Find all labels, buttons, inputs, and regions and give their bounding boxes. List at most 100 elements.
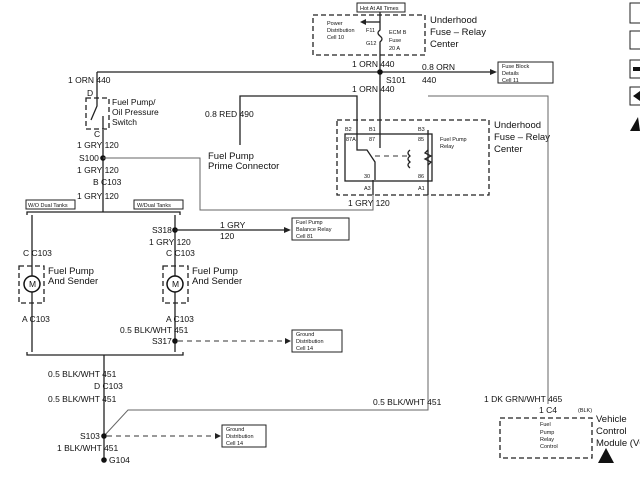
vcm-box: [499, 417, 593, 459]
fuse-center-top-box: [312, 14, 426, 56]
pin-label: B1: [369, 127, 376, 133]
connector-label: D C103: [94, 381, 123, 391]
splice-label: S318: [152, 225, 172, 235]
vcm-inner-label: Fuel: [540, 422, 551, 428]
ground-label: G104: [109, 455, 130, 465]
wire-label: 1 ORN 440: [352, 59, 395, 69]
relay-center-label: Underhood: [494, 120, 541, 131]
pin-label: B2: [345, 127, 352, 133]
wire-label: 1 GRY 120: [77, 140, 119, 150]
relay-label: Fuel Pump: [440, 137, 467, 143]
balance-relay-ref[interactable]: [291, 217, 350, 241]
esd-warning-icon: [598, 448, 614, 463]
ground-dist-ref[interactable]: [291, 329, 343, 353]
pin-label: B3: [418, 127, 425, 133]
connector-label: A C103: [22, 314, 50, 324]
ref-label: Fuse Block: [502, 64, 529, 70]
pin-label: 86: [418, 174, 424, 180]
hot-at-all-times-box: [356, 2, 406, 13]
wire-label: 0.5 BLK/WHT 451: [48, 369, 117, 379]
wire-label: 0.5 BLK/WHT 451: [120, 325, 189, 335]
fuse-label: ECM B: [389, 30, 407, 36]
fuel-pump-relay: [344, 133, 433, 182]
relay-coil: [407, 149, 433, 169]
wire-label: 1 GRY 120: [149, 237, 191, 247]
hot-label: Hot At All Times: [360, 6, 399, 12]
pin-label: A1: [418, 186, 425, 192]
fuse-center-label: Fuse – Relay: [430, 27, 486, 38]
connector-label: C C103: [166, 248, 195, 258]
vcm-inner-label: Pump: [540, 430, 554, 436]
oil-pressure-switch: [85, 97, 110, 130]
relay-center-label: Fuse – Relay: [494, 132, 550, 143]
relay-center-label: Center: [494, 144, 523, 155]
splice-label: S103: [80, 431, 100, 441]
motor-label: M: [29, 279, 36, 289]
ground-g104: [101, 457, 107, 463]
motor-label: M: [172, 279, 179, 289]
splice-s103: [101, 433, 107, 439]
prime-label: Fuel Pump: [208, 151, 254, 162]
fuse-block-ref[interactable]: [497, 61, 554, 84]
wire-label: 0.8 ORN: [422, 62, 455, 72]
ref-label: Ground: [226, 427, 244, 433]
ground-dist-ref[interactable]: [221, 424, 267, 448]
wire-label: 0.5 BLK/WHT 451: [373, 397, 442, 407]
connector-label: 1 C4: [539, 405, 557, 415]
wire-label: 1 GRY 120: [77, 165, 119, 175]
option-label: W/Dual Tanks: [137, 203, 171, 209]
vcm-label: Control: [596, 426, 627, 437]
wire-label: 1 ORN 440: [352, 84, 395, 94]
wire-label: 1 GRY: [220, 220, 246, 230]
option-box: [133, 199, 184, 210]
ref-label: Fuel Pump: [296, 220, 323, 226]
motor-icon: [166, 275, 184, 293]
pump-label: And Sender: [48, 276, 98, 287]
option-label: W/O Dual Tanks: [28, 203, 68, 209]
motor-icon: [23, 275, 41, 293]
pin-label: C: [94, 129, 100, 139]
ref-label: Details: [502, 71, 519, 77]
fuse-pin: F11: [366, 28, 375, 34]
switch-label: Switch: [112, 117, 137, 127]
pin-label: 87: [369, 137, 375, 143]
connector-color: (BLK): [578, 408, 592, 414]
legend-icon[interactable]: [629, 2, 640, 24]
connector-label: B C103: [93, 177, 122, 187]
wire-label: 1 DK GRN/WHT 465: [484, 394, 563, 404]
pin-label: 87A: [346, 137, 356, 143]
ref-label: Cell 81: [296, 234, 313, 240]
wire-label: 1 BLK/WHT 451: [57, 443, 119, 453]
switch-label: Fuel Pump/: [112, 97, 156, 107]
wire-label: 1 GRY 120: [77, 191, 119, 201]
vcm-label: Module (VC: [596, 438, 640, 449]
vcm-label: Vehicle: [596, 414, 627, 425]
splice-s101: [377, 69, 383, 75]
power-dist-label: Power: [327, 21, 343, 27]
vcm-inner-label: Relay: [540, 437, 554, 443]
relay-label: Relay: [440, 144, 454, 150]
wire-label: 0.5 BLK/WHT 451: [48, 394, 117, 404]
ref-label: Distribution: [296, 339, 324, 345]
connector-label: A C103: [166, 314, 194, 324]
wire-label: 1 ORN 440: [68, 75, 111, 85]
ref-label: Cell 11: [502, 78, 519, 84]
arrow-icon: [360, 19, 366, 25]
prime-label: Prime Connector: [208, 161, 279, 172]
splice-label: S101: [386, 75, 406, 85]
pin-label: A3: [364, 186, 371, 192]
splice-s317: [172, 338, 178, 344]
legend-icon[interactable]: [629, 30, 640, 50]
fuse-wire: [377, 12, 383, 130]
ref-label: Cell 14: [226, 441, 243, 447]
wire-label: 120: [220, 231, 234, 241]
pin-label: 30: [364, 174, 370, 180]
fuel-pump-right: [162, 265, 189, 304]
fuel-pump-left: [18, 265, 45, 304]
wire-label: 0.8 RED 490: [205, 109, 254, 119]
pump-label: Fuel Pump: [48, 266, 94, 277]
pin-label: D: [87, 88, 93, 98]
fuse-center-label: Center: [430, 39, 459, 50]
pump-label: Fuel Pump: [192, 266, 238, 277]
